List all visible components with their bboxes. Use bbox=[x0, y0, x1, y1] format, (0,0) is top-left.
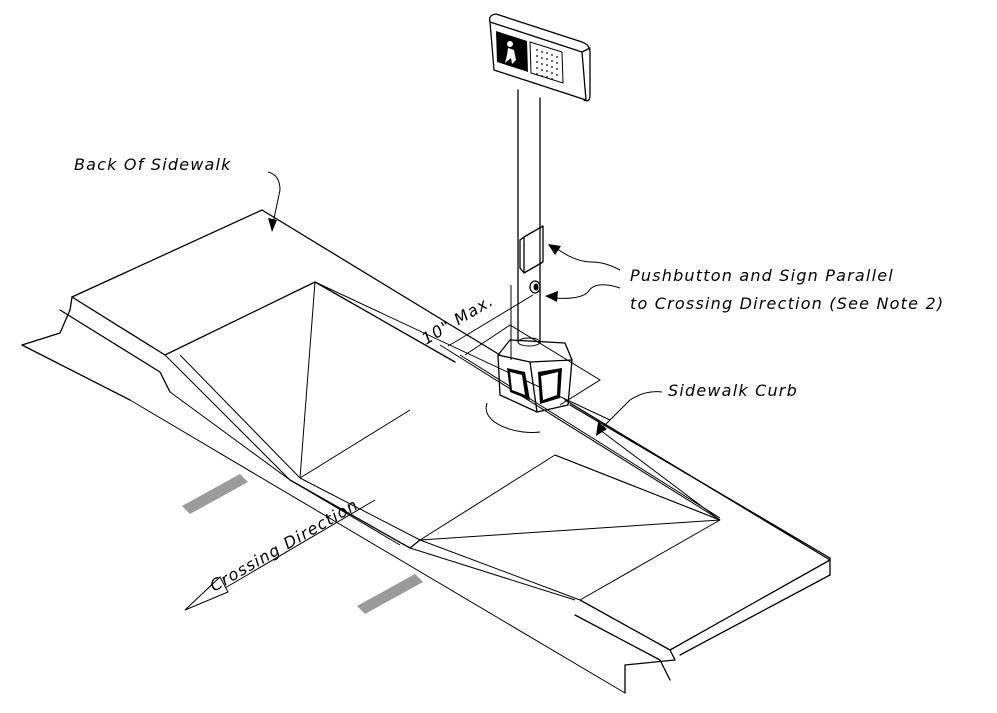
crossing-direction-arrow: Crossing Direction bbox=[184, 495, 376, 611]
landing-pad bbox=[289, 454, 721, 601]
sidewalk-curb-edge bbox=[564, 399, 831, 561]
curb-ramp-right bbox=[419, 344, 721, 601]
crosswalk-bar-left bbox=[182, 474, 248, 514]
crosswalk-bar-right bbox=[357, 574, 423, 614]
walking-person-icon bbox=[505, 41, 516, 64]
street-and-gutter bbox=[21, 296, 676, 694]
countdown-dot-matrix-icon bbox=[536, 49, 558, 80]
leader-sidewalk-curb bbox=[596, 391, 663, 436]
dimension-label: 10" Max. bbox=[418, 291, 497, 349]
back-of-sidewalk-label: Back Of Sidewalk bbox=[74, 155, 232, 174]
crossing-direction-label: Crossing Direction bbox=[207, 495, 362, 596]
pushbutton-sign bbox=[519, 225, 544, 274]
leader-pushbutton bbox=[545, 244, 621, 302]
curb-ramp-left bbox=[164, 281, 611, 481]
pole-pad bbox=[464, 324, 601, 434]
pole-base bbox=[497, 339, 573, 413]
countdown-panel bbox=[529, 41, 564, 84]
sidewalk-curb-label: Sidewalk Curb bbox=[668, 381, 798, 400]
leader-back-of-sidewalk bbox=[267, 171, 281, 232]
signal-pole bbox=[510, 89, 541, 360]
pushbutton bbox=[529, 280, 541, 294]
pushbutton-label-line2: to Crossing Direction (See Note 2) bbox=[630, 294, 944, 313]
pushbutton-label-line1: Pushbutton and Sign Parallel bbox=[630, 266, 894, 285]
pedestrian-signal-head bbox=[488, 13, 591, 102]
